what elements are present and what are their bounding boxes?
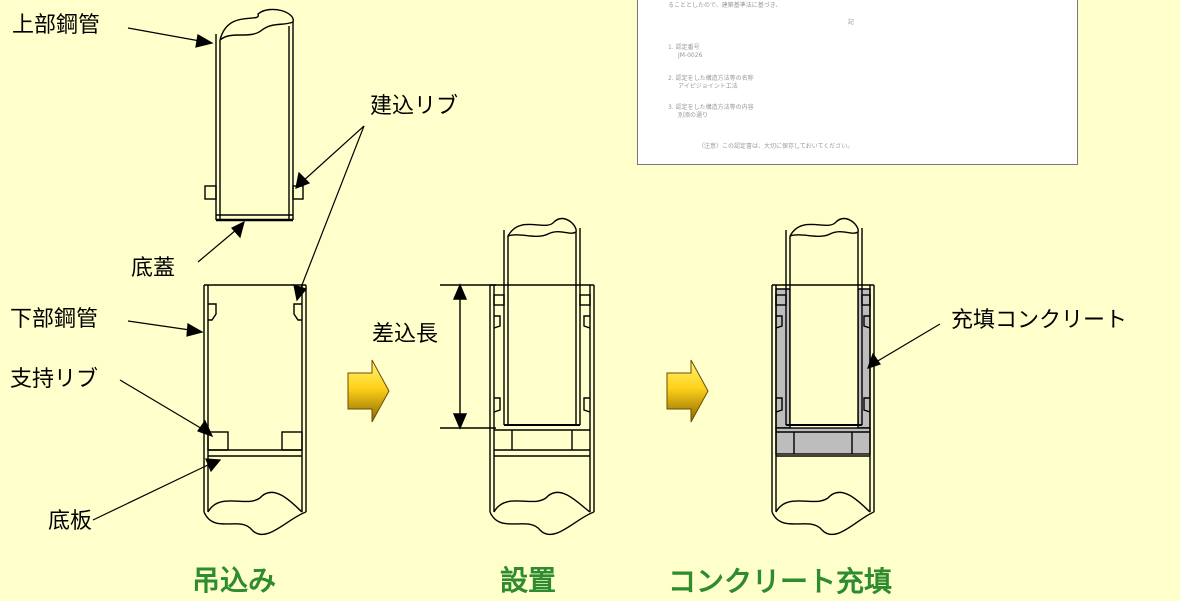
upper-steel-pipe — [204, 8, 304, 220]
caption-concrete-filling: コンクリート充填 — [668, 565, 893, 598]
doc-note: （注意）この認定書は、大切に保存しておいてください。 — [698, 143, 854, 150]
doc-item-2: 2. 認定をした構造方法等の名称 — [668, 75, 754, 82]
label-filling-concrete: 充填コンクリート — [951, 308, 1128, 333]
stage-concrete-filling — [771, 217, 875, 536]
label-insertion-length: 差込長 — [372, 322, 439, 347]
lower-steel-pipe — [203, 284, 307, 536]
doc-item-3-value: 別添の通り — [678, 112, 709, 119]
leader-lines — [92, 27, 941, 521]
caption-lifting: 吊込み — [192, 564, 277, 597]
doc-item-1: 1. 認定番号 — [668, 44, 700, 51]
label-bottom-plate: 底板 — [48, 509, 93, 534]
stage-lifting — [203, 8, 307, 536]
certificate-document-image: ることとしたので、建築基準法に基づき、 記 1. 認定番号 JM-0026 2.… — [637, 0, 1078, 165]
doc-line: ることとしたので、建築基準法に基づき、 — [668, 2, 782, 9]
insertion-length-dimension — [440, 283, 496, 430]
stage-setting — [489, 217, 595, 536]
label-bottom-lid: 底蓋 — [131, 256, 176, 281]
concrete-fill-left — [775, 288, 791, 429]
doc-item-3: 3. 認定をした構造方法等の内容 — [668, 104, 754, 111]
doc-item-1-value: JM-0026 — [678, 52, 703, 59]
bottom-lid — [216, 214, 293, 222]
label-upper-steel-pipe: 上部鋼管 — [12, 13, 101, 38]
process-arrow-1 — [347, 359, 390, 423]
caption-setting: 設置 — [500, 564, 557, 597]
label-lower-steel-pipe: 下部鋼管 — [10, 307, 99, 332]
doc-mark: 記 — [848, 19, 855, 26]
label-support-rib: 支持リブ — [10, 367, 99, 392]
doc-item-2-value: アイピジョイント工法 — [678, 83, 738, 90]
process-arrow-2 — [666, 359, 709, 423]
label-built-in-rib: 建込リブ — [370, 94, 459, 119]
